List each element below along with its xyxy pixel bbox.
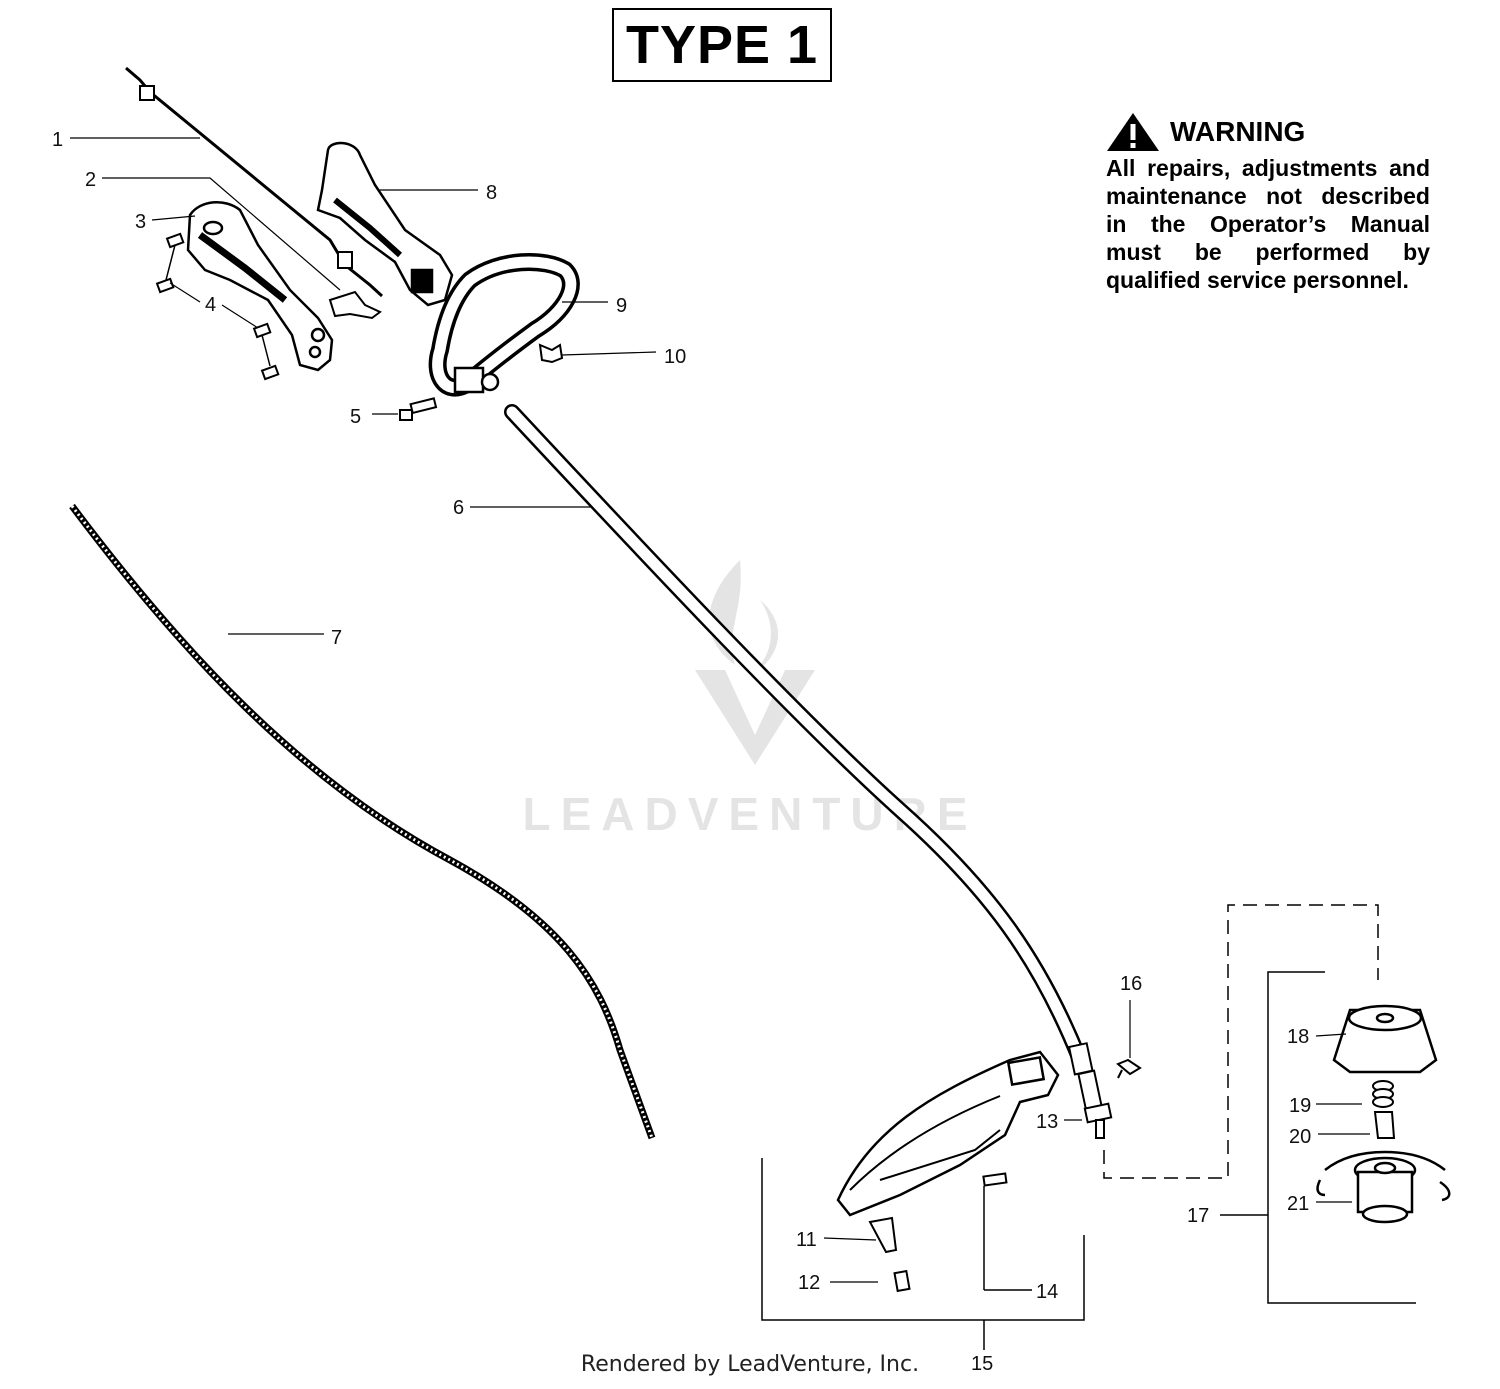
part-7-drive-shaft — [69, 503, 656, 1140]
callout-5: 5 — [350, 406, 361, 428]
callout-16: 16 — [1120, 973, 1142, 995]
part-16-wing-screw — [1116, 1058, 1142, 1079]
footer-credit: Rendered by LeadVenture, Inc. — [580, 1352, 920, 1377]
watermark: LEADVENTURE — [522, 560, 968, 840]
diagram-title: TYPE 1 — [612, 8, 832, 82]
leader-lines — [70, 137, 1370, 1283]
part-13-coupling — [1067, 1042, 1113, 1139]
callout-13: 13 — [1036, 1111, 1058, 1133]
part-18-spool-cover — [1332, 1004, 1438, 1074]
callout-12: 12 — [798, 1272, 820, 1294]
callout-2: 2 — [85, 169, 96, 191]
part-2-trigger — [328, 290, 382, 320]
part-1-throttle-cable — [125, 66, 384, 298]
part-4-screws — [155, 232, 280, 381]
warning-title: WARNING — [1170, 116, 1306, 147]
callout-21: 21 — [1287, 1193, 1309, 1215]
part-20-clip — [1373, 1111, 1396, 1139]
part-6-shaft — [504, 404, 1088, 1068]
warning-triangle-icon — [1107, 113, 1159, 151]
part-21-spool — [1316, 1150, 1451, 1224]
callout-10: 10 — [664, 346, 686, 368]
callout-11: 11 — [796, 1229, 817, 1251]
callout-15: 15 — [971, 1353, 993, 1375]
callout-14: 14 — [1036, 1281, 1058, 1303]
warning-text: All repairs, adjustments and maintenance… — [1106, 155, 1430, 293]
brackets — [761, 971, 1416, 1350]
callout-18: 18 — [1287, 1026, 1309, 1048]
part-3-handle-half — [186, 201, 334, 372]
warning-heading: WARNING — [1106, 110, 1430, 154]
callout-8: 8 — [486, 182, 497, 204]
callout-9: 9 — [616, 295, 627, 317]
part-5-bolt — [399, 397, 438, 421]
callout-19: 19 — [1289, 1095, 1311, 1117]
callout-17: 17 — [1187, 1205, 1209, 1227]
part-14-screw — [982, 1172, 1008, 1187]
callout-1: 1 — [52, 129, 63, 151]
callout-20: 20 — [1289, 1126, 1311, 1148]
callout-4: 4 — [205, 294, 216, 316]
part-11-line-cutter — [868, 1216, 898, 1254]
footer: Rendered by LeadVenture, Inc. — [0, 1352, 1500, 1377]
part-10-wing-nut — [538, 343, 564, 364]
callout-7: 7 — [331, 627, 342, 649]
part-9-assist-handle — [428, 253, 580, 397]
callout-3: 3 — [135, 211, 146, 233]
part-12-screw — [893, 1269, 911, 1293]
part-19-spring — [1372, 1080, 1394, 1108]
callout-numbers: 1 2 3 4 5 6 7 8 9 10 11 12 13 14 15 16 1… — [52, 129, 1311, 1375]
warning-block: WARNING All repairs, adjustments and mai… — [1106, 110, 1430, 294]
dashed-assembly-lines — [1103, 904, 1379, 1179]
part-8-handle-half — [316, 141, 454, 307]
callout-6: 6 — [453, 497, 464, 519]
guard-assembly — [836, 1050, 1060, 1217]
